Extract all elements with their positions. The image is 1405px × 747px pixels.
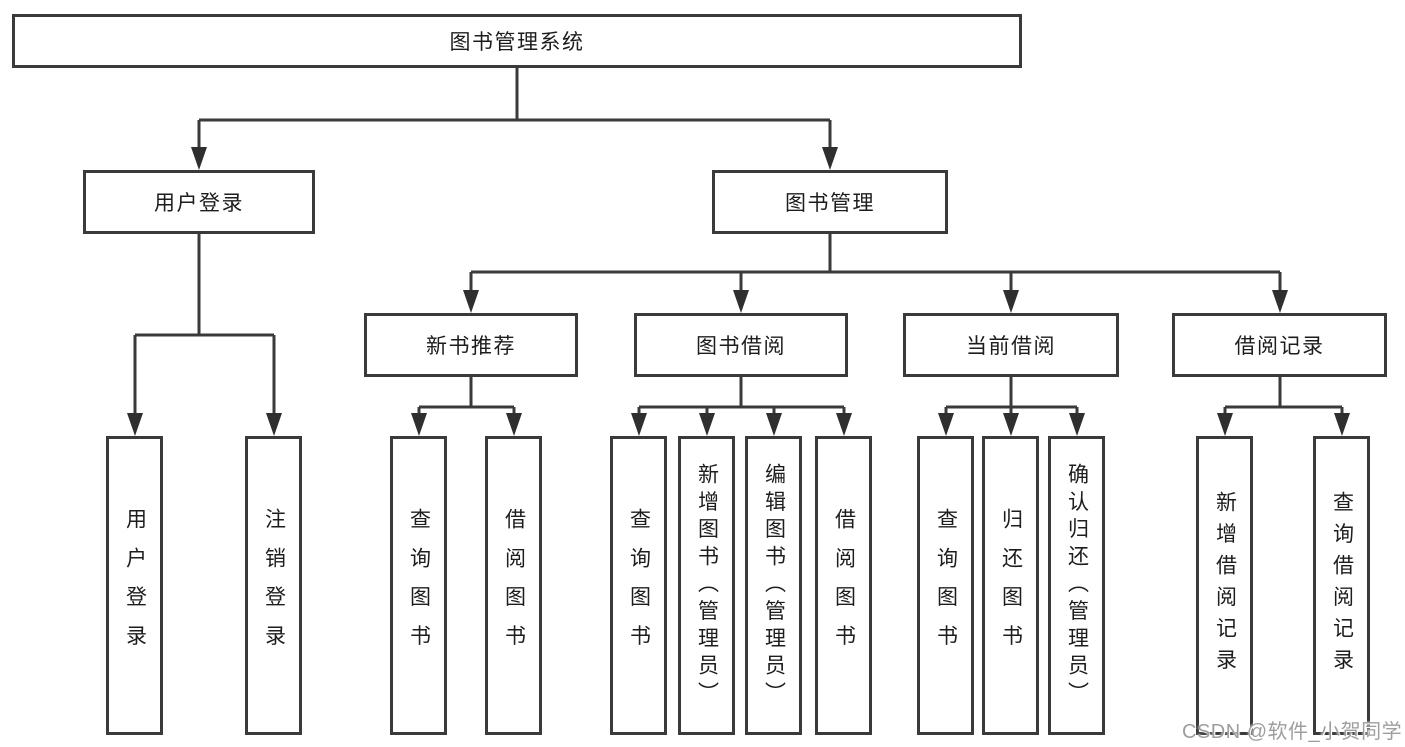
leaf-add-book-admin-label: 新增图书（管理员） bbox=[695, 462, 719, 709]
leaf-recommend-query-book: 查询图书 bbox=[390, 436, 447, 735]
leaf-add-borrow-record: 新增借阅记录 bbox=[1196, 436, 1253, 735]
node-book-borrow-label: 图书借阅 bbox=[696, 335, 786, 358]
leaf-query-borrow-record: 查询借阅记录 bbox=[1313, 436, 1370, 735]
leaf-confirm-return-admin: 确认归还（管理员） bbox=[1048, 436, 1105, 735]
node-root-label: 图书管理系统 bbox=[449, 31, 585, 54]
leaf-edit-book-admin: 编辑图书（管理员） bbox=[745, 436, 802, 735]
leaf-query-borrow-record-label: 查询借阅记录 bbox=[1330, 491, 1354, 680]
node-book-management-label: 图书管理 bbox=[785, 192, 875, 215]
node-user-login-module-label: 用户登录 bbox=[154, 192, 244, 215]
leaf-borrow-query-book-label: 查询图书 bbox=[627, 507, 651, 664]
leaf-recommend-query-book-label: 查询图书 bbox=[407, 507, 431, 664]
leaf-user-login: 用户登录 bbox=[106, 436, 163, 735]
leaf-return-book: 归还图书 bbox=[982, 436, 1039, 735]
leaf-borrow-book: 借阅图书 bbox=[815, 436, 872, 735]
node-root-system: 图书管理系统 bbox=[12, 14, 1022, 68]
leaf-add-borrow-record-label: 新增借阅记录 bbox=[1213, 491, 1237, 680]
leaf-current-query-book-label: 查询图书 bbox=[934, 507, 958, 664]
node-new-book-recommend: 新书推荐 bbox=[364, 313, 578, 377]
leaf-edit-book-admin-label: 编辑图书（管理员） bbox=[762, 462, 786, 709]
node-book-borrow: 图书借阅 bbox=[634, 313, 848, 377]
node-user-login-module: 用户登录 bbox=[83, 170, 315, 234]
leaf-logout: 注销登录 bbox=[245, 436, 302, 735]
leaf-recommend-borrow-book-label: 借阅图书 bbox=[502, 507, 526, 664]
leaf-borrow-query-book: 查询图书 bbox=[610, 436, 667, 735]
leaf-recommend-borrow-book: 借阅图书 bbox=[485, 436, 542, 735]
node-borrow-records: 借阅记录 bbox=[1172, 313, 1387, 377]
node-current-borrow: 当前借阅 bbox=[903, 313, 1119, 377]
leaf-return-book-label: 归还图书 bbox=[999, 507, 1023, 664]
leaf-logout-label: 注销登录 bbox=[262, 507, 286, 664]
leaf-user-login-label: 用户登录 bbox=[123, 507, 147, 664]
leaf-add-book-admin: 新增图书（管理员） bbox=[678, 436, 735, 735]
node-book-management-module: 图书管理 bbox=[712, 170, 948, 234]
arrowheads bbox=[127, 120, 1350, 436]
node-current-borrow-label: 当前借阅 bbox=[966, 335, 1056, 358]
csdn-watermark: CSDN @软件_小贺同学 bbox=[1182, 721, 1403, 743]
leaf-confirm-return-admin-label: 确认归还（管理员） bbox=[1065, 462, 1089, 709]
leaf-borrow-book-label: 借阅图书 bbox=[832, 507, 856, 664]
leaf-current-query-book: 查询图书 bbox=[917, 436, 974, 735]
node-new-book-recommend-label: 新书推荐 bbox=[426, 335, 516, 358]
node-borrow-records-label: 借阅记录 bbox=[1234, 335, 1325, 358]
